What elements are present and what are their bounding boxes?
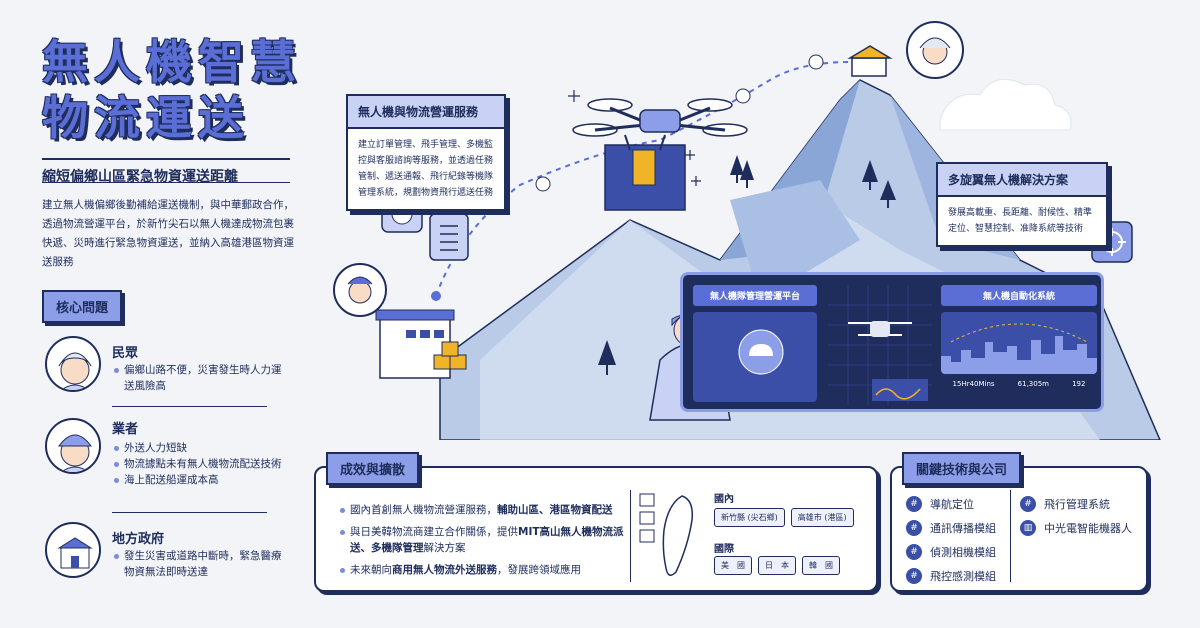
chip-domestic: 新竹縣 (尖石鄉) xyxy=(714,508,785,527)
screen-right-title: 無人機自動化系統 xyxy=(941,285,1097,306)
result-bullet: 未來朝向商用無人物流外送服務，發展跨領域應用 xyxy=(338,562,634,578)
callout-multirotor: 多旋翼無人機解決方案 發展高載重、長距離、耐候性、精準定位、智慧控制、准降系統等… xyxy=(936,162,1108,247)
subtitle: 縮短偏鄉山區緊急物資運送距離 xyxy=(42,158,290,186)
screen-drone-view xyxy=(828,285,932,405)
bullet: 外送人力短缺 xyxy=(112,440,282,456)
group-title-government: 地方政府 xyxy=(112,532,165,547)
hash-icon: # xyxy=(906,568,922,584)
intro-text: 建立無人機偏鄉後勤補給運送機制，與中華郵政合作，透過物流營運平台，於新竹尖石以無… xyxy=(42,199,294,268)
group-title-operators: 業者 xyxy=(112,422,139,437)
chip-intl: 韓 國 xyxy=(802,556,840,575)
divider xyxy=(630,490,631,582)
bullet: 物流據點未有無人機物流配送技術 xyxy=(112,456,282,472)
group-title-public: 民眾 xyxy=(112,346,139,361)
building-icon: ▥ xyxy=(1020,520,1036,536)
screen-right-panel: 無人機自動化系統 15Hr40Mins 61,305m 192 xyxy=(941,285,1097,388)
elder-avatar xyxy=(45,336,101,392)
tech-left-list: #導航定位 #通訊傳播模組 #偵測相機模組 #飛控感測模組 xyxy=(906,492,996,588)
intl-chips: 美 國 日 本 韓 國 xyxy=(714,556,840,575)
intl-label: 國際 xyxy=(714,544,734,555)
bullet: 偏鄉山路不便，災害發生時人力運送風險高 xyxy=(112,362,282,394)
chip-intl: 美 國 xyxy=(714,556,752,575)
city-skyline xyxy=(941,312,1097,374)
worker-avatar xyxy=(45,418,101,474)
results-bullets: 國內首創無人機物流營運服務，輔助山區、港區物資配送 與日美韓物流商建立合作關係，… xyxy=(338,502,634,578)
divider xyxy=(1010,490,1011,582)
stat-distance: 61,305m xyxy=(1017,380,1049,388)
callout-platform-body: 建立訂單管理、飛手管理、多機監控與客服諮詢等服務，並透過任務管制、遞送通報、飛行… xyxy=(358,140,494,198)
page-title: 無人機智慧 物流運送 xyxy=(42,35,302,145)
cloud-monitor xyxy=(693,312,817,402)
callout-multirotor-body: 發展高載重、長距離、耐候性、精準定位、智慧控制、准降系統等技術 xyxy=(948,208,1093,234)
tech-item: #通訊傳播模組 xyxy=(906,516,996,540)
hash-icon: # xyxy=(906,496,922,512)
callout-multirotor-title: 多旋翼無人機解決方案 xyxy=(938,164,1106,197)
tech-tag: 關鍵技術與公司 xyxy=(902,452,1022,485)
callout-platform: 無人機與物流營運服務 建立訂單管理、飛手管理、多機監控與客服諮詢等服務，並透過任… xyxy=(346,94,506,211)
results-panel: 國內首創無人機物流營運服務，輔助山區、港區物資配送 與日美韓物流商建立合作關係，… xyxy=(314,466,878,592)
taiwan-map-icon xyxy=(639,493,694,576)
tech-item: #偵測相機模組 xyxy=(906,540,996,564)
group-bullets-government: 發生災害或道路中斷時，緊急醫療物資無法即時送達 xyxy=(112,548,282,580)
screen-left-title: 無人機隊管理營運平台 xyxy=(693,285,817,306)
callout-platform-title: 無人機與物流營運服務 xyxy=(348,96,504,129)
tech-item: #導航定位 xyxy=(906,492,996,516)
tech-right-list: #飛行管理系統 ▥中光電智能機器人 xyxy=(1020,492,1132,540)
domestic-label: 國內 xyxy=(714,494,734,505)
government-building-icon xyxy=(45,522,101,578)
hash-icon: # xyxy=(906,544,922,560)
hash-icon: # xyxy=(906,520,922,536)
divider xyxy=(42,182,290,183)
group-bullets-operators: 外送人力短缺 物流據點未有無人機物流配送技術 海上配送船運成本高 xyxy=(112,440,282,488)
control-screen: 無人機隊管理營運平台 無人機自動化系統 15Hr40Mins 61,305m 1… xyxy=(680,272,1104,412)
stat-flight-time: 15Hr40Mins xyxy=(952,380,995,388)
result-bullet: 與日美韓物流商建立合作關係，提供MIT高山無人機物流派送、多機隊管理解決方案 xyxy=(338,524,634,556)
tech-panel: #導航定位 #通訊傳播模組 #偵測相機模組 #飛控感測模組 #飛行管理系統 ▥中… xyxy=(890,466,1148,592)
bullet: 海上配送船運成本高 xyxy=(112,472,282,488)
domestic-chips: 新竹縣 (尖石鄉) 高雄市 (港區) xyxy=(714,508,854,527)
bullet: 發生災害或道路中斷時，緊急醫療物資無法即時送達 xyxy=(112,548,282,580)
issues-tag: 核心問題 xyxy=(42,290,123,323)
drone-icon xyxy=(572,98,748,211)
group-bullets-public: 偏鄉山路不便，災害發生時人力運送風險高 xyxy=(112,362,282,394)
hash-icon: # xyxy=(1020,496,1036,512)
result-bullet: 國內首創無人機物流營運服務，輔助山區、港區物資配送 xyxy=(338,502,634,518)
divider xyxy=(112,406,267,407)
tech-item: ▥中光電智能機器人 xyxy=(1020,516,1132,540)
chip-domestic: 高雄市 (港區) xyxy=(790,508,854,527)
tech-item: #飛控感測模組 xyxy=(906,564,996,588)
results-tag: 成效與擴散 xyxy=(326,452,420,485)
divider xyxy=(112,512,267,513)
stat-count: 192 xyxy=(1072,380,1086,388)
screen-left-panel: 無人機隊管理營運平台 xyxy=(693,285,817,402)
chip-intl: 日 本 xyxy=(758,556,796,575)
tech-item: #飛行管理系統 xyxy=(1020,492,1132,516)
